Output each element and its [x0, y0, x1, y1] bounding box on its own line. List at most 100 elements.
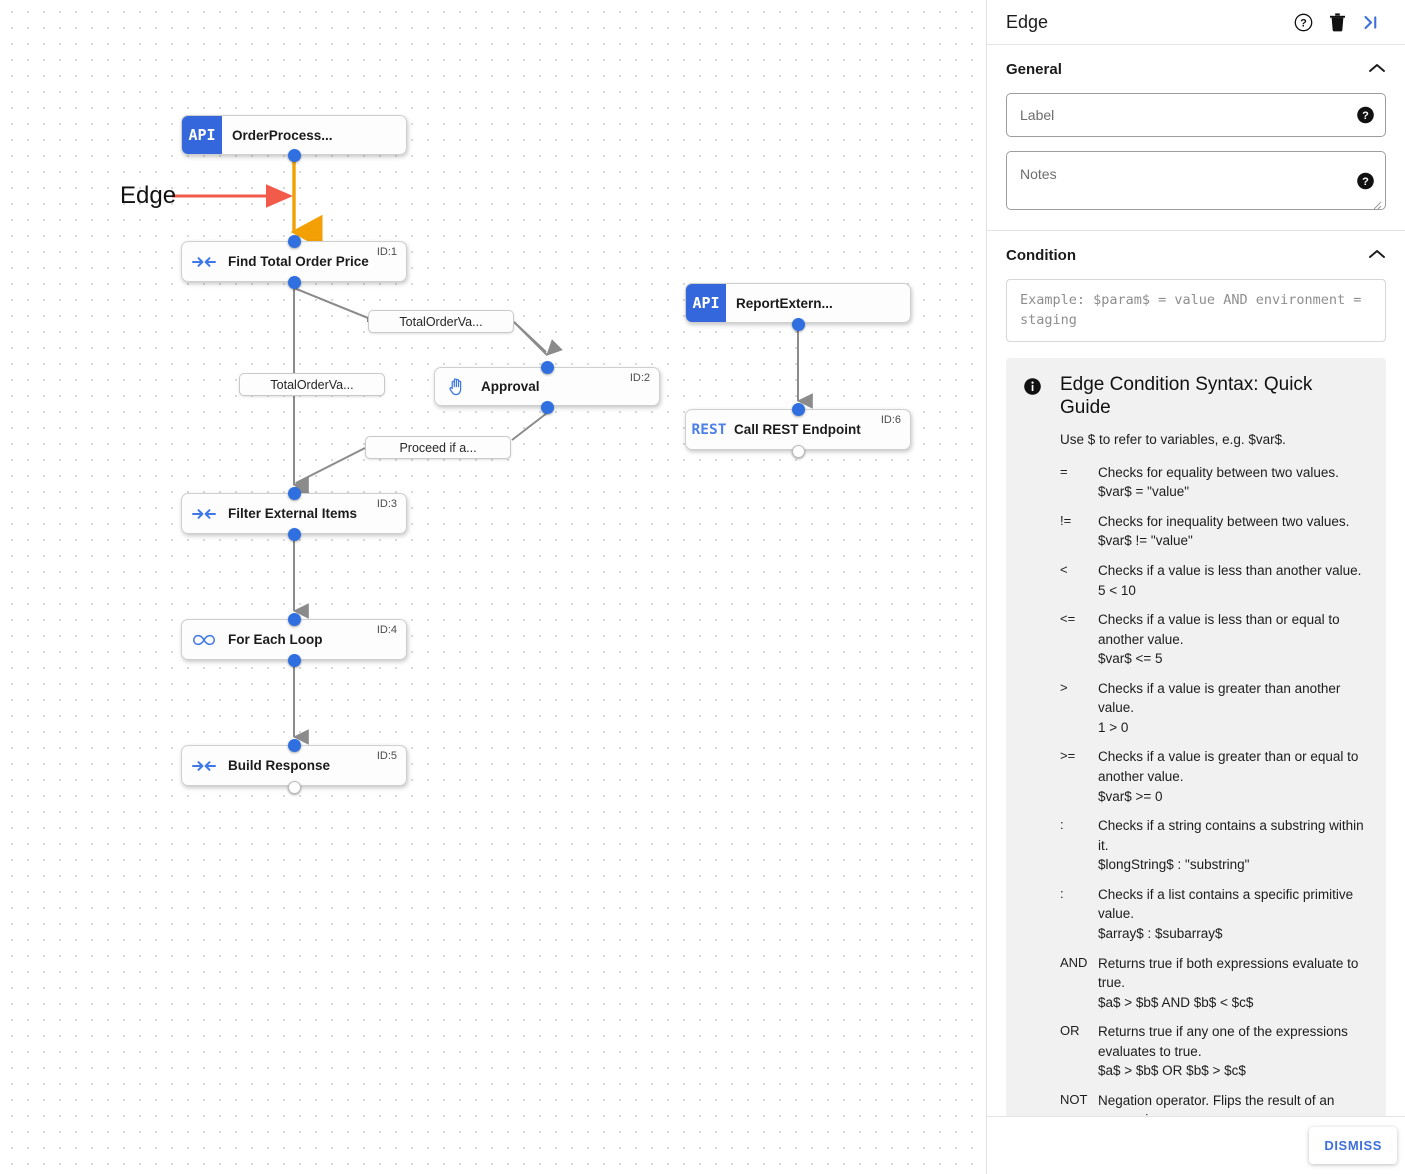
trash-icon[interactable] — [1320, 8, 1354, 36]
operator-row: : Checks if a string contains a substring… — [1060, 816, 1368, 875]
operator-symbol: AND — [1060, 954, 1088, 970]
port-out[interactable] — [288, 149, 301, 162]
operator-description: Checks if a value is greater than or equ… — [1098, 749, 1359, 785]
guide-heading: Edge Condition Syntax: Quick Guide — [1060, 374, 1313, 418]
converge-arrows-icon — [182, 254, 226, 270]
port-out[interactable] — [792, 445, 805, 458]
port-out[interactable] — [288, 654, 301, 667]
help-filled-icon[interactable]: ? — [1357, 106, 1374, 124]
edge-approval-n3 — [511, 412, 548, 441]
operator-example: $a$ > $b$ OR $b$ > $c$ — [1098, 1063, 1246, 1079]
section-general-header[interactable]: General — [1006, 45, 1386, 93]
guide-subtitle: Use $ to refer to variables, e.g. $var$. — [1060, 431, 1286, 447]
workflow-canvas[interactable]: Edge API OrderProcess... Find Total Orde… — [0, 0, 986, 1174]
edge-label-chip[interactable]: Proceed if a... — [365, 436, 511, 459]
notes-textarea[interactable] — [1007, 152, 1385, 204]
operator-description: Returns true if both expressions evaluat… — [1098, 955, 1359, 991]
operator-symbol: NOT — [1060, 1091, 1088, 1107]
edge-label-chip[interactable]: TotalOrderVa... — [239, 373, 385, 396]
operator-symbol: = — [1060, 463, 1068, 479]
operator-description: Checks for inequality between two values… — [1098, 513, 1350, 529]
operator-symbol: : — [1060, 885, 1064, 901]
node-title: Filter External Items — [228, 506, 358, 521]
node-id-label: ID:6 — [880, 414, 901, 426]
rest-badge-icon: REST — [691, 421, 727, 438]
operator-example: $var$ = "value" — [1098, 484, 1190, 500]
operator-description: Checks if a value is less than another v… — [1098, 562, 1362, 578]
section-condition-header[interactable]: Condition — [1006, 231, 1386, 279]
port-in[interactable] — [792, 403, 805, 416]
operator-example: $var$ <= 5 — [1098, 651, 1163, 667]
operator-row: != Checks for inequality between two valu… — [1060, 512, 1368, 551]
converge-arrows-icon — [182, 506, 226, 522]
node-order-process[interactable]: API OrderProcess... — [181, 115, 407, 155]
info-icon — [1024, 374, 1060, 400]
label-input[interactable] — [1007, 94, 1385, 136]
node-title: Find Total Order Price — [228, 254, 369, 269]
hand-icon — [435, 377, 479, 397]
node-id-label: ID:4 — [376, 624, 397, 636]
port-out[interactable] — [288, 528, 301, 541]
port-in[interactable] — [541, 361, 554, 374]
port-in[interactable] — [288, 487, 301, 500]
operator-description: Checks if a list contains a specific pri… — [1098, 886, 1354, 922]
panel-header: Edge ? — [987, 0, 1405, 45]
edge-properties-panel: Edge ? — [986, 0, 1405, 1174]
operator-row: OR Returns true if any one of the express… — [1060, 1022, 1368, 1081]
operator-row: : Checks if a list contains a specific pr… — [1060, 885, 1368, 944]
node-id-label: ID:5 — [376, 750, 397, 762]
port-out[interactable] — [792, 318, 805, 331]
infinity-icon — [182, 632, 226, 648]
operator-example: $var$ != "value" — [1098, 533, 1193, 549]
operator-example: $a$ > $b$ AND $b$ < $c$ — [1098, 994, 1254, 1010]
api-badge-icon: API — [686, 284, 726, 322]
collapse-panel-icon[interactable] — [1354, 8, 1388, 36]
node-id-label: ID:1 — [376, 246, 397, 258]
operator-symbol: != — [1060, 512, 1072, 528]
operator-row: AND Returns true if both expressions eval… — [1060, 954, 1368, 1013]
chevron-up-icon[interactable] — [1368, 247, 1386, 264]
operator-description: Returns true if any one of the expressio… — [1098, 1024, 1348, 1059]
port-out[interactable] — [288, 276, 301, 289]
help-filled-icon[interactable]: ? — [1357, 172, 1374, 189]
edges-layer — [172, 157, 813, 745]
operator-example: 1 > 0 — [1098, 719, 1129, 735]
operator-symbol: <= — [1060, 611, 1076, 627]
node-report-extern[interactable]: API ReportExtern... — [685, 283, 911, 323]
operator-description: Checks for equality between two values. — [1098, 464, 1339, 480]
panel-body: General ? — [987, 45, 1405, 1116]
node-title: Build Response — [228, 758, 331, 773]
operator-symbol: >= — [1060, 748, 1076, 764]
operator-symbol: OR — [1060, 1023, 1080, 1039]
panel-footer: DISMISS — [987, 1116, 1405, 1174]
operator-row: >= Checks if a value is greater than or e… — [1060, 747, 1368, 806]
port-in[interactable] — [288, 739, 301, 752]
dismiss-button[interactable]: DISMISS — [1309, 1127, 1397, 1164]
svg-text:?: ? — [1362, 175, 1369, 187]
node-title: Approval — [481, 379, 540, 394]
condition-input[interactable]: Example: $param$ = value AND environment… — [1006, 279, 1386, 343]
operator-example: $longString$ : "substring" — [1098, 857, 1250, 873]
section-general: General ? — [987, 45, 1405, 231]
condition-placeholder: Example: $param$ = value AND environment… — [1020, 292, 1362, 328]
operator-example: $array$ : $subarray$ — [1098, 925, 1223, 941]
port-in[interactable] — [288, 235, 301, 248]
page-title: Edge — [1006, 11, 1049, 32]
port-out[interactable] — [541, 401, 554, 414]
node-title: ReportExtern... — [736, 295, 833, 311]
operator-description: Checks if a string contains a substring … — [1098, 818, 1364, 853]
operator-symbol: : — [1060, 817, 1064, 833]
node-id-label: ID:3 — [376, 498, 397, 510]
help-circle-icon[interactable]: ? — [1286, 8, 1320, 36]
port-out[interactable] — [288, 781, 301, 794]
operator-row: >Checks if a value is greater than anoth… — [1060, 679, 1368, 738]
edge-annotation-label: Edge — [120, 182, 177, 209]
operator-row: = Checks for equality between two values.… — [1060, 463, 1368, 502]
edge-label-chip[interactable]: TotalOrderVa... — [368, 310, 514, 333]
port-in[interactable] — [288, 613, 301, 626]
converge-arrows-icon — [182, 758, 226, 774]
chevron-up-icon[interactable] — [1368, 61, 1386, 78]
node-id-label: ID:2 — [629, 372, 650, 384]
operator-description: Checks if a value is greater than anothe… — [1098, 680, 1341, 716]
